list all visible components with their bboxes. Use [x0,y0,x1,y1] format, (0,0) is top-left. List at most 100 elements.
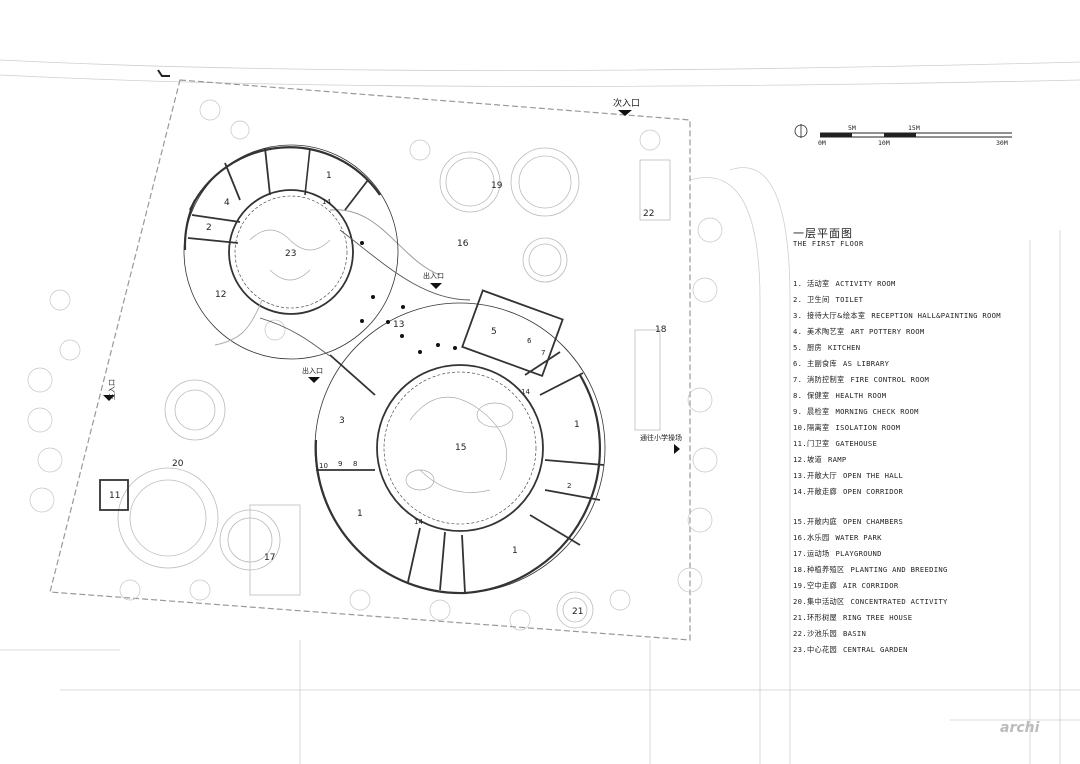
legend-item-en: RECEPTION HALL&PAINTING ROOM [871,311,1001,320]
room-numbers: 1 14 4 2 23 12 19 16 22 13 5 6 7 18 14 1… [109,171,667,617]
legend-item-en: OPEN CORRIDOR [842,487,904,496]
legend-item-num: 3. [793,311,803,320]
legend-item-en: CONCENTRATED ACTIVITY [850,597,948,606]
plan-number: 10 [319,462,328,470]
legend-item-num: 12. [793,455,807,464]
north-corner-mark [157,69,170,77]
plan-number: 13 [393,320,404,330]
legend-item-cn: 集中活动区 [807,597,845,606]
legend-item-num: 13. [793,471,807,480]
legend-item-en: AIR CORRIDOR [842,581,899,590]
legend-item-en: FIRE CONTROL ROOM [850,375,930,384]
legend-item-cn: 水乐园 [807,533,830,542]
legend-item-num: 20. [793,597,807,606]
entrance-arrows [103,110,680,454]
label-secondary-entrance: 次入口 [613,97,640,109]
legend-item-num: 21. [793,613,807,622]
legend-item-en: CENTRAL GARDEN [842,645,908,654]
landscape [117,147,671,629]
plan-number: 14 [414,518,423,526]
plan-number: 1 [512,546,518,556]
open-hall [214,229,471,357]
legend-item-num: 14. [793,487,807,496]
drawing-title-cn: 一层平面图 [793,227,853,240]
legend-item-num: 4. [793,327,803,336]
plan-number: 20 [172,459,184,469]
plan-number: 14 [521,388,530,396]
scale-tick-0m: 0M [818,139,826,147]
legend-item-num: 19. [793,581,807,590]
legend-item-num: 11. [793,439,807,448]
legend-item-en: RAMP [827,455,847,464]
courtyard-pattern [249,229,514,493]
plan-number: 6 [527,337,532,345]
legend-item-cn: 保健室 [807,391,830,400]
label-exit-lower: 出入口 [302,366,323,375]
legend-item-cn: 种植养殖区 [807,565,845,574]
legend-item-en: AS LIBRARY [842,359,890,368]
legend-item-cn: 开敞大厅 [807,471,837,480]
legend-item: 20.集中活动区 CONCENTRATED ACTIVITY [793,594,948,610]
site-context [0,59,1080,764]
legend-item-cn: 美术陶艺室 [807,327,845,336]
legend-item-num: 1. [793,279,803,288]
scale-tick-10m: 10M [878,139,890,147]
plan-number: 1 [574,420,580,430]
legend-item-en: PLAYGROUND [835,549,882,558]
legend-item-en: GATEHOUSE [835,439,878,448]
legend-item-cn: 晨检室 [807,407,830,416]
legend-item-en: ACTIVITY ROOM [835,279,896,288]
legend-item-num: 23. [793,645,807,654]
legend-item-cn: 活动室 [807,279,830,288]
plan-number: 21 [572,607,583,617]
legend-item-num: 8. [793,391,803,400]
north-building [183,144,441,360]
label-main-entrance: 主入口 [107,379,116,400]
legend-item-num: 6. [793,359,803,368]
legend-item-en: PLANTING AND BREEDING [850,565,948,574]
legend-item-cn: 隔离室 [807,423,830,432]
legend-item-cn: 开敞内庭 [807,517,837,526]
column-dots [360,241,457,354]
scale-bar: 5M 15M 0M 10M 30M [794,124,1012,147]
legend-item: 3. 接待大厅&绘本室 RECEPTION HALL&PAINTING ROOM [793,308,1001,324]
gatehouse [99,479,129,511]
legend-item-en: WATER PARK [835,533,882,542]
plan-number: 19 [491,181,503,191]
plan-number: 3 [339,416,345,426]
legend-item-num: 10. [793,423,807,432]
legend-item: 4. 美术陶艺室 ART POTTERY ROOM [793,324,1001,340]
legend-item-num: 15. [793,517,807,526]
legend-item-en: ART POTTERY ROOM [850,327,925,336]
plan-number: 1 [357,509,363,519]
legend-item-en: OPEN CHAMBERS [842,517,904,526]
legend-item-cn: 消防控制室 [807,375,845,384]
south-building [314,289,606,595]
watermark-logo: archi [1000,720,1040,736]
plan-number: 2 [567,482,571,490]
legend-item-num: 2. [793,295,803,304]
scale-tick-5m: 5M [848,124,856,132]
plan-number: 16 [457,239,469,249]
scale-tick-15m: 15M [908,124,920,132]
legend-item-num: 9. [793,407,803,416]
plan-number: 5 [491,327,497,337]
legend-item: 1. 活动室 ACTIVITY ROOM [793,276,1001,292]
legend-item-en: TOILET [835,295,864,304]
label-to-school: 通往小学操场 [640,433,682,442]
legend-item-num: 16. [793,533,807,542]
legend-item-cn: 接待大厅&绘本室 [807,311,866,320]
trees [27,99,723,631]
